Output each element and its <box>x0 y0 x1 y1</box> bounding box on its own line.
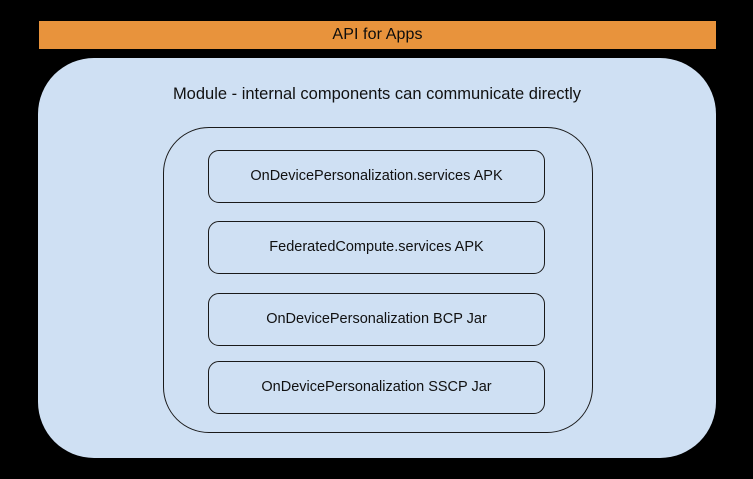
component-box-label: OnDevicePersonalization BCP Jar <box>266 311 487 328</box>
component-box-label: OnDevicePersonalization.services APK <box>250 168 503 185</box>
module-container: Module - internal components can communi… <box>38 58 716 458</box>
internal-components-group <box>163 127 593 433</box>
component-box-ondevicepersonalization-services-apk: OnDevicePersonalization.services APK <box>208 150 545 203</box>
component-box-ondevicepersonalization-sscp-jar: OnDevicePersonalization SSCP Jar <box>208 361 545 414</box>
api-banner-label: API for Apps <box>332 26 423 43</box>
api-banner: API for Apps <box>39 21 716 49</box>
module-caption: Module - internal components can communi… <box>172 85 582 103</box>
component-box-label: FederatedCompute.services APK <box>269 239 484 256</box>
component-box-ondevicepersonalization-bcp-jar: OnDevicePersonalization BCP Jar <box>208 293 545 346</box>
component-box-label: OnDevicePersonalization SSCP Jar <box>261 379 492 396</box>
component-box-federatedcompute-services-apk: FederatedCompute.services APK <box>208 221 545 274</box>
